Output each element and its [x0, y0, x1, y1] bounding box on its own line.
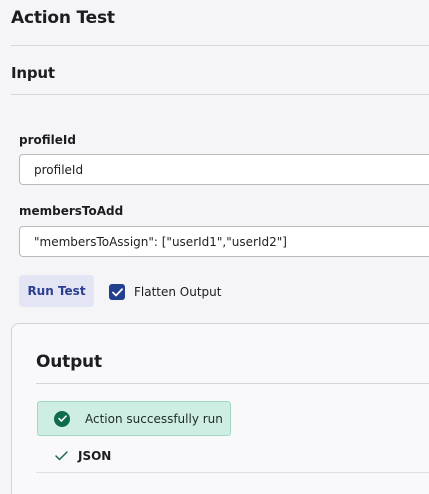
json-output-toggle[interactable]: JSON	[55, 446, 111, 465]
output-panel: Output Action successfully run JSON	[11, 323, 429, 494]
input-section-title: Input	[11, 64, 55, 82]
header-divider	[11, 45, 429, 46]
profile-id-input[interactable]: profileId	[19, 154, 429, 185]
flatten-output-label: Flatten Output	[134, 285, 222, 299]
members-to-add-input[interactable]: "membersToAssign": ["userId1","userId2"]	[19, 226, 429, 257]
json-divider	[36, 472, 429, 473]
flatten-output-toggle[interactable]: Flatten Output	[109, 284, 222, 300]
input-divider	[11, 94, 429, 95]
output-divider	[36, 383, 429, 384]
checkmark-icon	[55, 446, 68, 465]
success-check-circle-icon	[54, 410, 70, 427]
success-message: Action successfully run	[85, 411, 223, 426]
page-title: Action Test	[11, 8, 115, 28]
run-test-button[interactable]: Run Test	[19, 275, 94, 307]
json-label: JSON	[78, 448, 112, 463]
output-title: Output	[36, 352, 102, 372]
profile-id-label: profileId	[19, 133, 76, 147]
success-alert: Action successfully run	[37, 401, 231, 436]
checkbox-checked-icon[interactable]	[109, 284, 125, 300]
members-to-add-label: membersToAdd	[19, 204, 124, 218]
